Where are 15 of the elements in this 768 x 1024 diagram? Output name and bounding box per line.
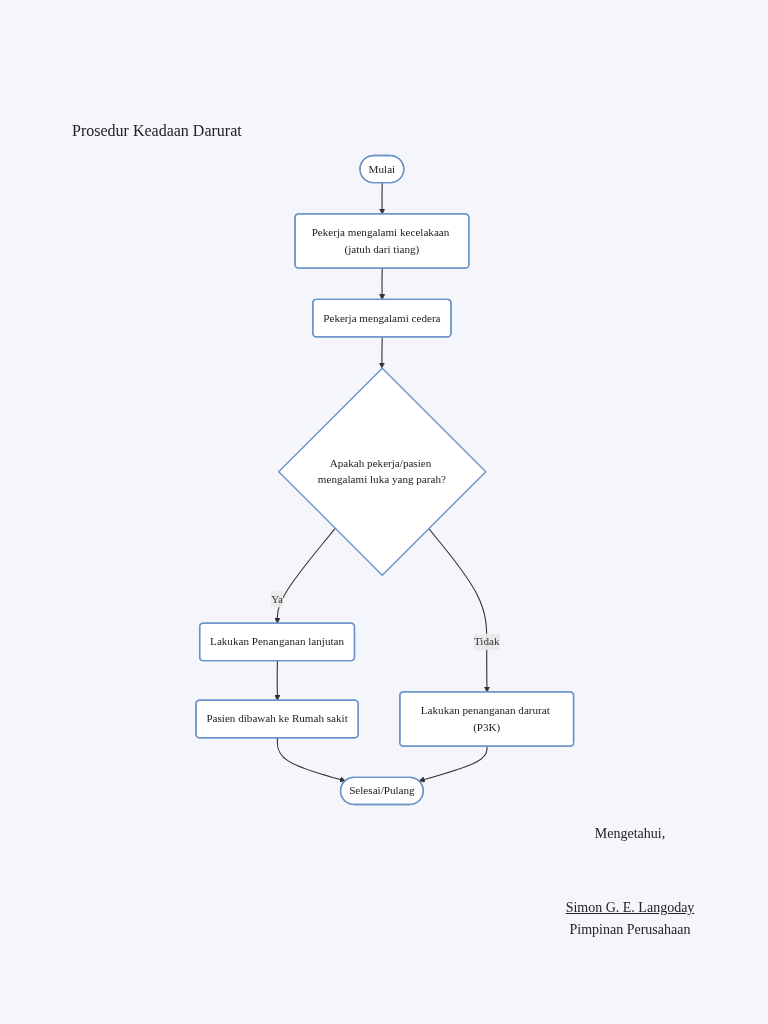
page-title: Prosedur Keadaan Darurat — [72, 122, 242, 140]
arrow — [379, 182, 386, 215]
edge-label: Tidak — [474, 635, 500, 648]
arrow — [274, 527, 336, 624]
arrow — [274, 660, 281, 701]
arrow — [418, 745, 488, 783]
arrow — [428, 527, 491, 693]
arrow — [277, 737, 347, 783]
arrow — [379, 267, 386, 300]
signatory-name: Simon G. E. Langoday — [564, 900, 696, 916]
note-text: Mengetahui, — [593, 826, 667, 842]
edge-label: Ya — [271, 592, 284, 605]
node-diamond: Apakah pekerja/pasien mengalami luka yang parah? — [277, 367, 487, 577]
arrow — [379, 336, 386, 369]
signatory-role: Pimpinan Perusahaan — [568, 922, 692, 938]
